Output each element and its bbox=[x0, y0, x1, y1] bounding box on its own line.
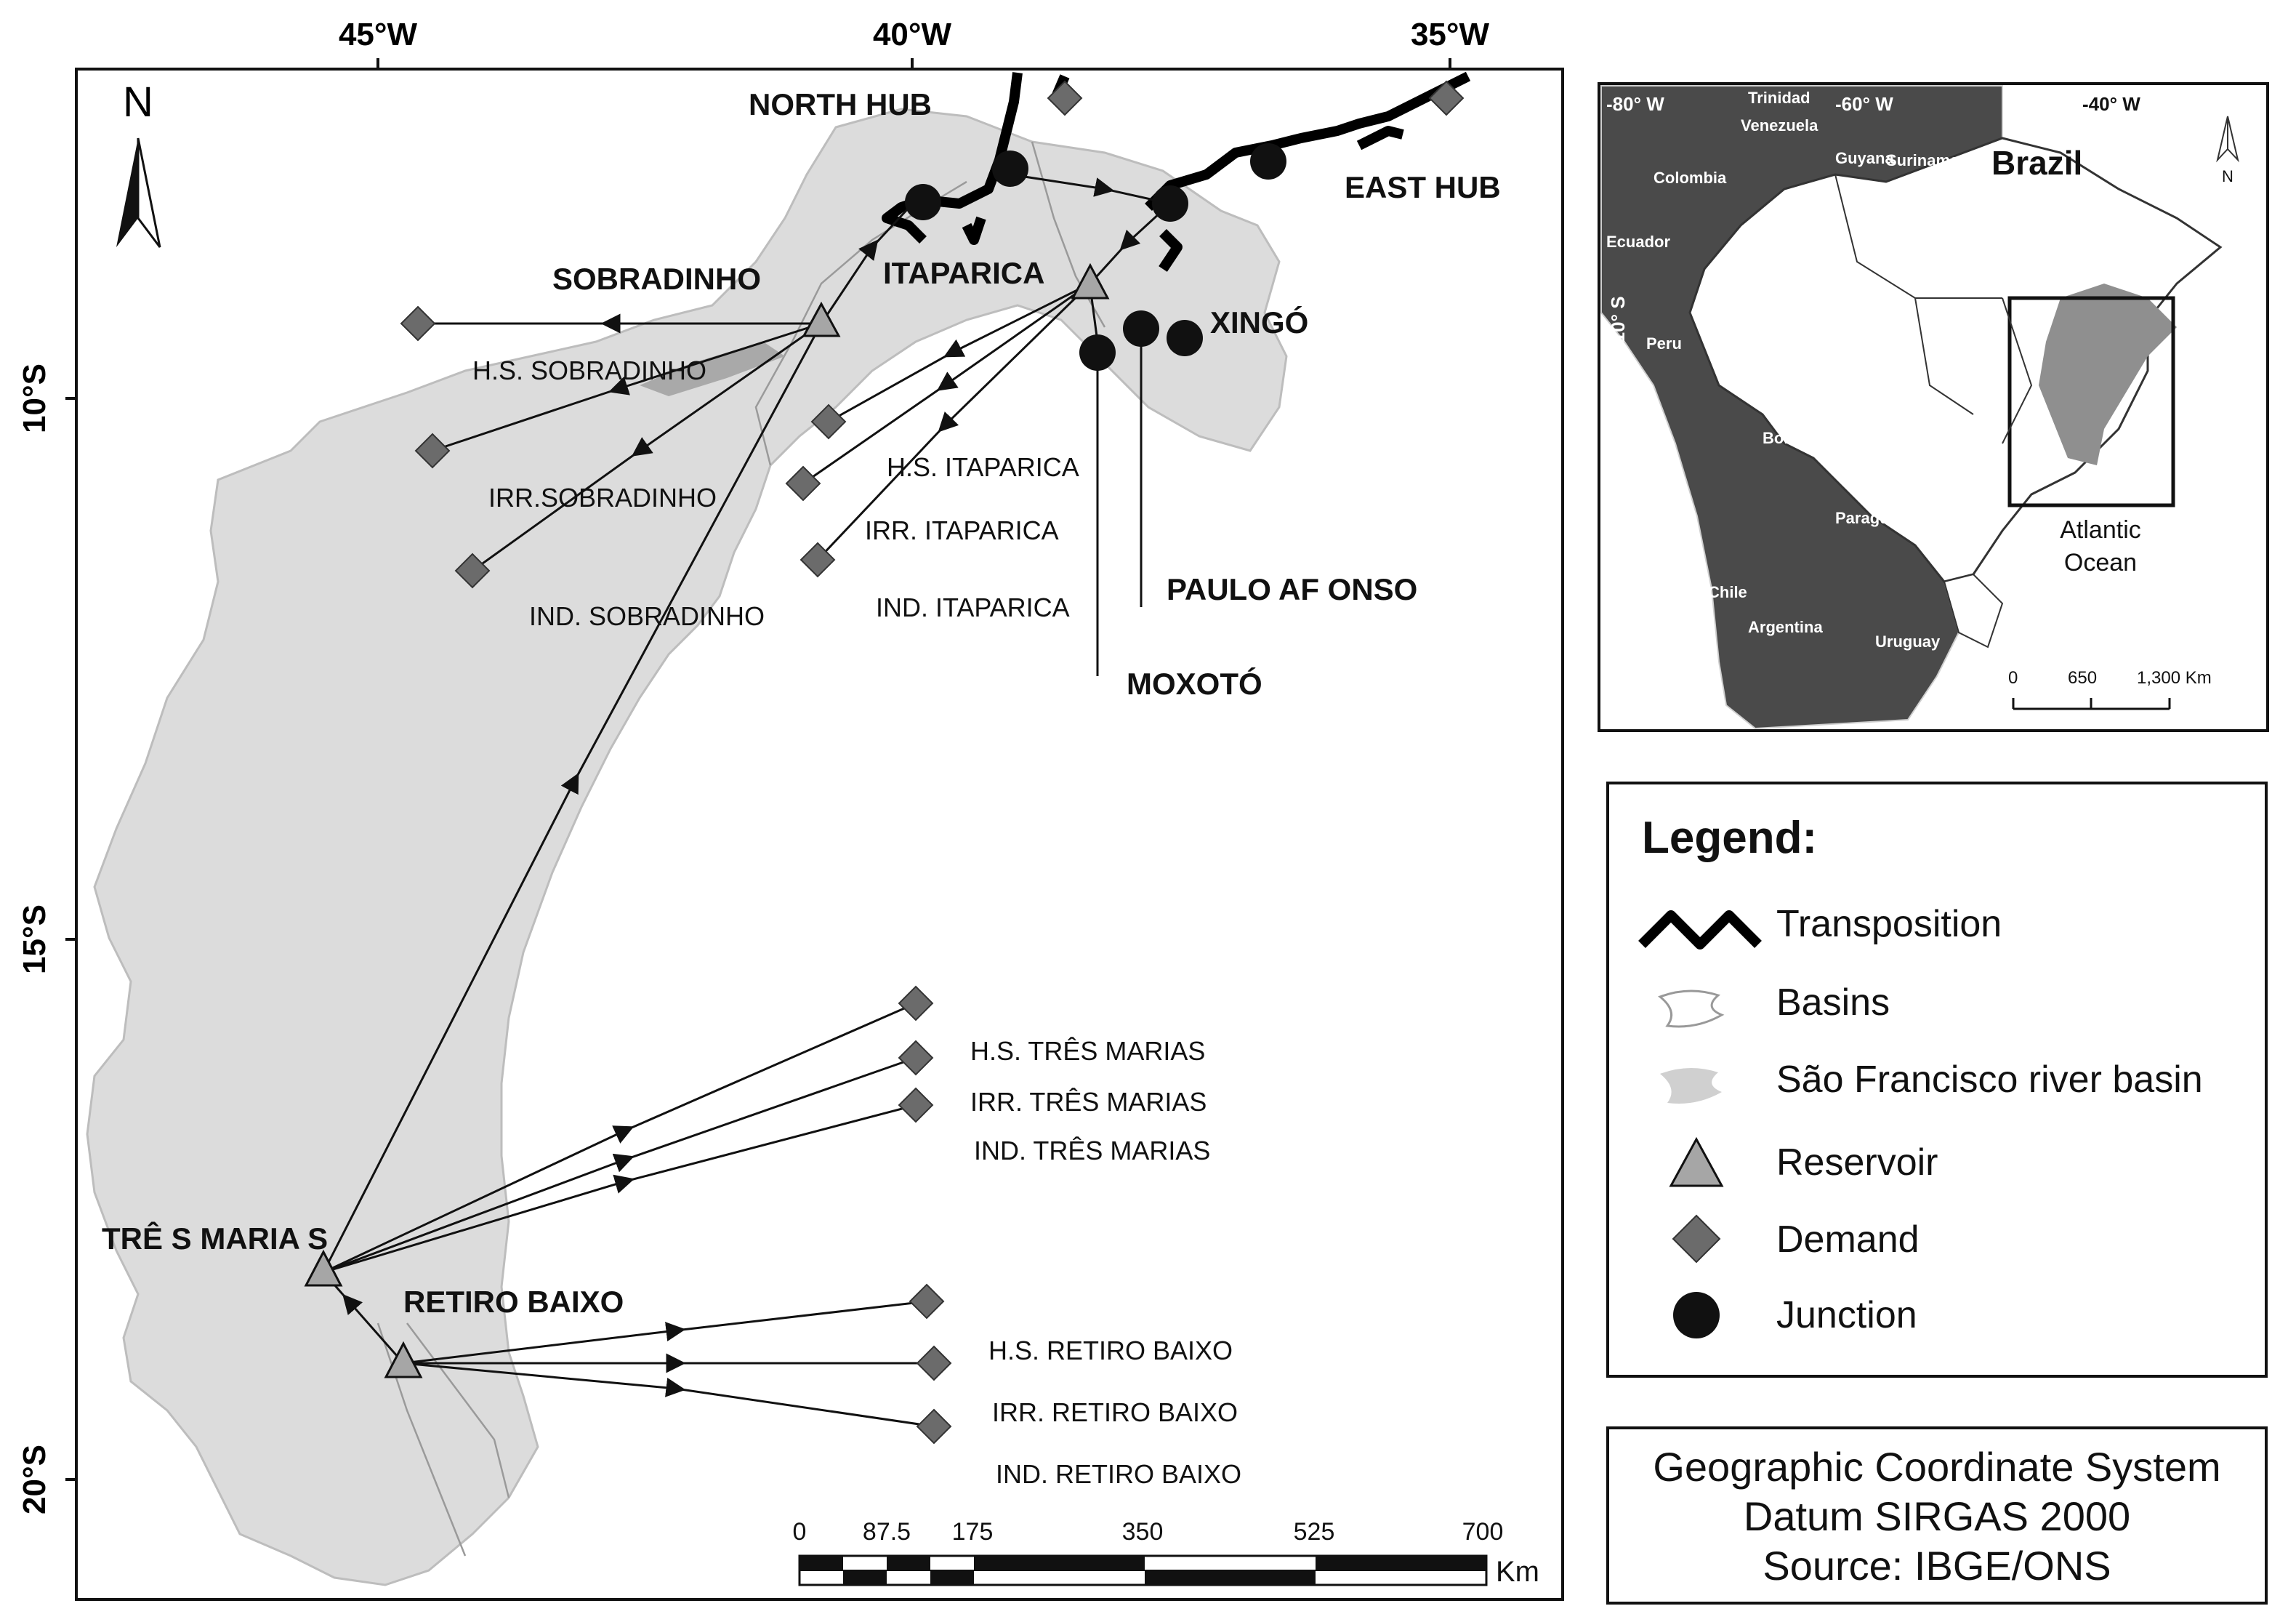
lon-label-40: 40°W bbox=[873, 17, 952, 52]
country-uruguay: Uruguay bbox=[1875, 633, 1941, 651]
label-irr-tres-marias: IRR. TRÊS MARIAS bbox=[970, 1087, 1207, 1117]
graticule-ticks bbox=[65, 58, 1451, 1481]
legend-basins: Basins bbox=[1776, 981, 1890, 1024]
sobradinho-lake bbox=[640, 342, 785, 396]
label-moxoto: MOXOTÓ bbox=[1127, 666, 1262, 701]
label-hs-tres-marias: H.S. TRÊS MARIAS bbox=[970, 1036, 1205, 1066]
legend-reservoir: Reservoir bbox=[1776, 1141, 1938, 1184]
river-basin-icon bbox=[1660, 1067, 1722, 1104]
label-itaparica: ITAPARICA bbox=[883, 256, 1044, 290]
label-ind-tres-marias: IND. TRÊS MARIAS bbox=[974, 1136, 1210, 1165]
inset-scale-650: 650 bbox=[2068, 668, 2097, 688]
label-hs-retiro-baixo: H.S. RETIRO BAIXO bbox=[988, 1336, 1233, 1365]
label-ocean-2: Ocean bbox=[2064, 549, 2137, 577]
label-ind-retiro-baixo: IND. RETIRO BAIXO bbox=[996, 1459, 1241, 1489]
inset-scale-0: 0 bbox=[2008, 668, 2018, 688]
country-ecuador: Ecuador bbox=[1606, 233, 1670, 251]
inset-borders bbox=[1834, 174, 2033, 444]
scale-bar bbox=[798, 1554, 1488, 1586]
flow-lines bbox=[322, 173, 1172, 1428]
label-xingo: XINGÓ bbox=[1210, 305, 1308, 340]
junction-symbols bbox=[905, 143, 1286, 371]
scale-tick-0: 0 bbox=[793, 1518, 807, 1546]
country-paraguay: Paraguay bbox=[1835, 509, 1908, 527]
label-brazil: Brazil bbox=[1991, 144, 2082, 182]
demand-symbols bbox=[400, 80, 1465, 1445]
label-irr-itaparica: IRR. ITAPARICA bbox=[865, 515, 1059, 545]
label-hs-sobradinho: H.S. SOBRADINHO bbox=[472, 356, 706, 385]
scale-tick-175: 175 bbox=[952, 1518, 994, 1546]
main-map: N 45°W 40°W 35°W 10°S 15°S 20°S NORTH HU… bbox=[17, 17, 1564, 1601]
inset-scale-bar bbox=[2012, 698, 2171, 710]
legend-title: Legend: bbox=[1642, 813, 1818, 863]
reservoir-symbols bbox=[304, 262, 1110, 1378]
country-argentina: Argentina bbox=[1748, 618, 1823, 636]
label-tres-marias: TRÊ S MARIA S bbox=[102, 1221, 328, 1256]
country-bolivia: Bolivia bbox=[1763, 429, 1816, 447]
label-ocean-1: Atlantic bbox=[2060, 516, 2141, 544]
scale-tick-350: 350 bbox=[1122, 1518, 1164, 1546]
scale-tick-700: 700 bbox=[1462, 1518, 1504, 1546]
label-north-hub: NORTH HUB bbox=[749, 87, 932, 121]
inset-extent-box bbox=[2007, 296, 2175, 507]
north-label: N bbox=[123, 79, 153, 126]
lat-label-10: 10°S bbox=[17, 364, 52, 433]
inset-sao-francisco bbox=[2039, 284, 2177, 465]
legend-panel: Legend: Transposition Basins São Francis… bbox=[1606, 782, 2268, 1378]
scale-tick-525: 525 bbox=[1294, 1518, 1335, 1546]
label-irr-sobradinho: IRR.SOBRADINHO bbox=[488, 483, 717, 513]
label-retiro-baixo: RETIRO BAIXO bbox=[403, 1285, 624, 1319]
inset-north-label: N bbox=[2222, 167, 2233, 185]
country-colombia: Colombia bbox=[1653, 169, 1727, 187]
scale-tick-87: 87.5 bbox=[863, 1518, 911, 1546]
scale-unit: Km bbox=[1496, 1556, 1539, 1588]
source-line-1: Geographic Coordinate System bbox=[1653, 1444, 2221, 1490]
label-sobradinho: SOBRADINHO bbox=[552, 262, 761, 296]
transposition-lines bbox=[882, 71, 1471, 272]
label-ind-itaparica: IND. ITAPARICA bbox=[876, 593, 1070, 622]
sao-francisco-basin bbox=[86, 108, 1288, 1586]
basins-icon bbox=[1658, 989, 1725, 1028]
junction-icon bbox=[1673, 1292, 1720, 1338]
inset-lat-10: -10° S bbox=[1607, 296, 1629, 349]
inset-uruguay-area bbox=[1943, 573, 2004, 649]
label-ind-sobradinho: IND. SOBRADINHO bbox=[529, 601, 765, 631]
inset-map: Trinidad Venezuela Guyana Suriname Colom… bbox=[1598, 82, 2269, 732]
inset-lon-40: -40° W bbox=[2082, 93, 2140, 115]
inset-brazil bbox=[1688, 137, 2223, 583]
transposition-icon bbox=[1638, 910, 1762, 949]
lon-label-35: 35°W bbox=[1411, 17, 1490, 52]
legend-river-basin: São Francisco river basin bbox=[1776, 1059, 2203, 1101]
legend-demand: Demand bbox=[1776, 1218, 1920, 1261]
legend-transposition: Transposition bbox=[1776, 903, 2002, 945]
source-panel: Geographic Coordinate System Datum SIRGA… bbox=[1606, 1426, 2268, 1605]
country-venezuela: Venezuela bbox=[1741, 116, 1818, 135]
label-hs-itaparica: H.S. ITAPARICA bbox=[887, 452, 1079, 482]
lon-label-45: 45°W bbox=[339, 17, 418, 52]
lat-label-15: 15°S bbox=[17, 904, 52, 974]
label-east-hub: EAST HUB bbox=[1345, 170, 1501, 204]
inset-scale-1300: 1,300 Km bbox=[2137, 668, 2212, 688]
source-line-3: Source: IBGE/ONS bbox=[1763, 1543, 2111, 1589]
demand-icon bbox=[1672, 1214, 1721, 1264]
source-line-2: Datum SIRGAS 2000 bbox=[1743, 1493, 2131, 1539]
label-irr-retiro-baixo: IRR. RETIRO BAIXO bbox=[992, 1397, 1238, 1427]
inset-lat-30: -30° S bbox=[1607, 579, 1629, 633]
country-suriname: Suriname bbox=[1886, 151, 1959, 169]
inset-north-arrow-icon bbox=[2216, 116, 2239, 163]
label-paulo-afonso: PAULO AF ONSO bbox=[1167, 572, 1417, 606]
lat-label-20: 20°S bbox=[17, 1445, 52, 1514]
north-arrow-icon bbox=[116, 137, 161, 248]
reservoir-icon bbox=[1669, 1136, 1724, 1187]
country-trinidad: Trinidad bbox=[1748, 89, 1810, 107]
country-guyana: Guyana bbox=[1835, 149, 1894, 167]
inset-lon-80: -80° W bbox=[1606, 93, 1664, 115]
country-peru: Peru bbox=[1646, 334, 1682, 353]
inset-lon-60: -60° W bbox=[1835, 93, 1893, 115]
legend-junction: Junction bbox=[1776, 1294, 1917, 1336]
country-chile: Chile bbox=[1708, 583, 1747, 601]
